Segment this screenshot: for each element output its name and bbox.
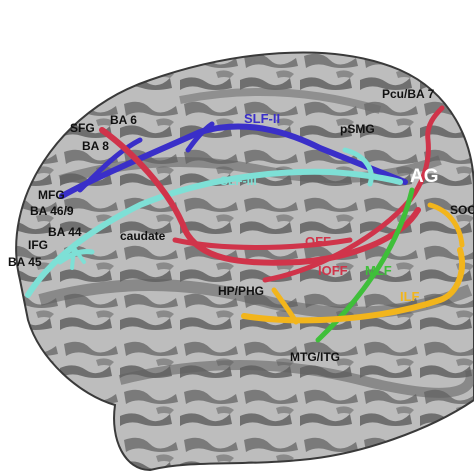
label-slf2: SLF-II: [244, 111, 280, 126]
label-soc: SOC: [450, 203, 474, 217]
label-ba44: BA 44: [48, 225, 82, 239]
label-mfg: MFG: [38, 188, 65, 202]
tract-ilf: [241, 202, 465, 325]
tract-off: [99, 105, 445, 283]
label-ba6: BA 6: [110, 113, 137, 127]
label-slf3: SLF-III: [220, 174, 257, 188]
label-ba45: BA 45: [8, 255, 42, 269]
tract-slf2: [59, 121, 408, 199]
label-off: OFF: [305, 234, 331, 249]
label-ba469: BA 46/9: [30, 204, 74, 218]
label-ilf: ILF: [400, 289, 420, 304]
label-ag: AG: [410, 166, 439, 187]
label-hpphg: HP/PHG: [218, 284, 264, 298]
label-ba8: BA 8: [82, 139, 109, 153]
label-mtgitg: MTG/ITG: [290, 350, 340, 364]
label-sfg: SFG: [70, 121, 95, 135]
label-ioff: IOFF: [318, 263, 348, 278]
label-ifg: IFG: [28, 238, 48, 252]
label-pcu: Pcu/BA 7: [382, 87, 435, 101]
label-caudate: caudate: [120, 229, 166, 243]
label-mlf: MLF: [365, 263, 392, 278]
label-psmg: pSMG: [340, 122, 375, 136]
tract-slf3: [25, 147, 403, 298]
